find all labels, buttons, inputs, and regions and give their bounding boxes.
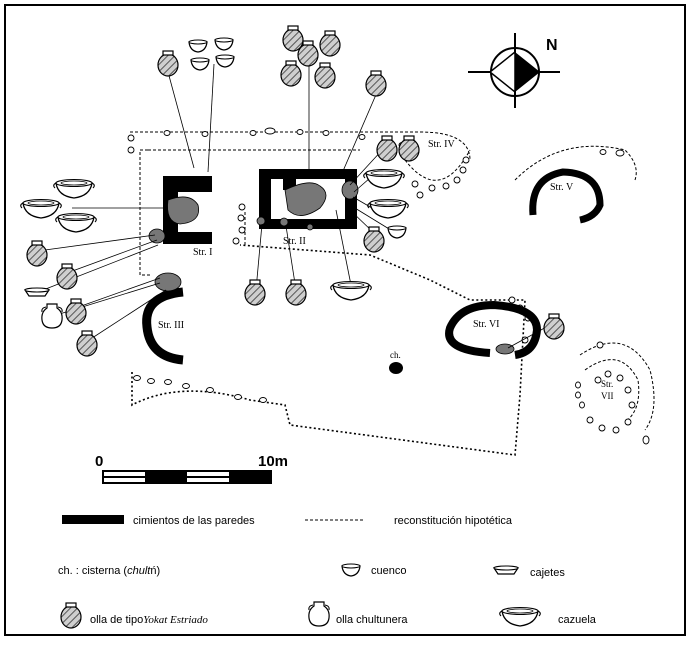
legend-chultunera-icon	[308, 601, 330, 627]
scale-bar: 0 10m	[95, 453, 288, 484]
legend-cistern: ch. : cisterna (chultń)	[58, 565, 160, 577]
north-arrow: N	[468, 33, 560, 108]
vessel-group-left	[20, 178, 98, 357]
legend-reconstruction: reconstitución hipotética	[394, 515, 513, 527]
legend-cazuela: cazuela	[558, 614, 597, 626]
label-cistern: ch.	[390, 350, 401, 360]
ceramic-deposits	[148, 180, 515, 355]
label-str3: Str. III	[158, 320, 184, 331]
label-str1: Str. I	[193, 247, 212, 258]
figure-frame	[4, 4, 686, 636]
legend-walls: cimientos de las paredes	[133, 515, 255, 527]
north-label: N	[546, 37, 558, 54]
legend-cajete-icon	[493, 565, 519, 575]
legend-cazuela-icon	[499, 606, 541, 627]
legend-olla-chultunera: olla chultunera	[336, 614, 408, 626]
vessel-group-right	[363, 135, 420, 253]
label-str7-line1: Str.	[601, 379, 613, 389]
wall-foundations	[142, 168, 604, 365]
legend-cuenco: cuenco	[371, 565, 406, 577]
label-str6: Str. VI	[473, 319, 500, 330]
label-str4: Str. IV	[428, 139, 455, 150]
reconstruction-lines	[130, 131, 655, 431]
label-str2: Str. II	[283, 236, 306, 247]
vessel-group-top-center	[280, 25, 387, 97]
legend-cuenco-icon	[341, 563, 361, 577]
legend-wall-swatch	[62, 515, 124, 524]
label-str7-line2: VII	[601, 391, 614, 401]
legend-olla-icon	[60, 602, 82, 629]
cistern-marker	[389, 362, 403, 374]
legend-cajetes: cajetes	[530, 567, 565, 579]
label-str5: Str. V	[550, 182, 574, 193]
legend: cimientos de las paredes reconstitución …	[58, 515, 597, 629]
scale-start: 0	[95, 453, 103, 470]
scale-end: 10m	[258, 453, 288, 470]
vessel-group-top-left	[157, 37, 235, 77]
legend-olla: olla de tipoYokat Estriado	[90, 614, 208, 626]
